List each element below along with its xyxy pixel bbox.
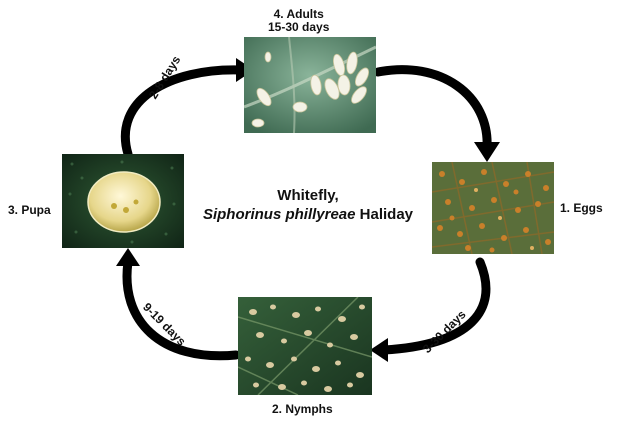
adults-label: 4. Adults 15-30 days bbox=[268, 8, 329, 34]
arrowhead-nymphs-to-pupa bbox=[116, 248, 140, 266]
title-scientific-line: Siphorinus phillyreae Haliday bbox=[188, 205, 428, 224]
adults-stage-name: 4. Adults bbox=[273, 7, 324, 21]
title-scientific-name: Siphorinus phillyreae bbox=[202, 206, 356, 223]
arrow-nymphs-to-pupa bbox=[122, 257, 241, 361]
pupa-label: 3. Pupa bbox=[8, 203, 51, 217]
adult-whiteflies-photo bbox=[244, 37, 376, 133]
nymphs-photo bbox=[238, 297, 372, 395]
title-common-name: Whitefly, bbox=[277, 187, 339, 204]
arrow-eggs-to-nymphs bbox=[379, 257, 491, 355]
pupa-photo bbox=[62, 154, 184, 248]
adults-duration: 15-30 days bbox=[268, 20, 330, 34]
arrowhead-eggs-to-nymphs bbox=[370, 338, 388, 362]
diagram-title: Whitefly, Siphorinus phillyreae Haliday bbox=[188, 186, 428, 224]
eggs-photo bbox=[432, 162, 554, 254]
title-authority: Haliday bbox=[355, 206, 414, 223]
eggs-label: 1. Eggs bbox=[560, 201, 603, 215]
arrowhead-adults-to-eggs bbox=[474, 142, 500, 162]
arrow-pupa-to-adults bbox=[120, 65, 245, 159]
arrow-adults-to-eggs bbox=[373, 65, 492, 153]
nymphs-label: 2. Nymphs bbox=[272, 402, 333, 416]
